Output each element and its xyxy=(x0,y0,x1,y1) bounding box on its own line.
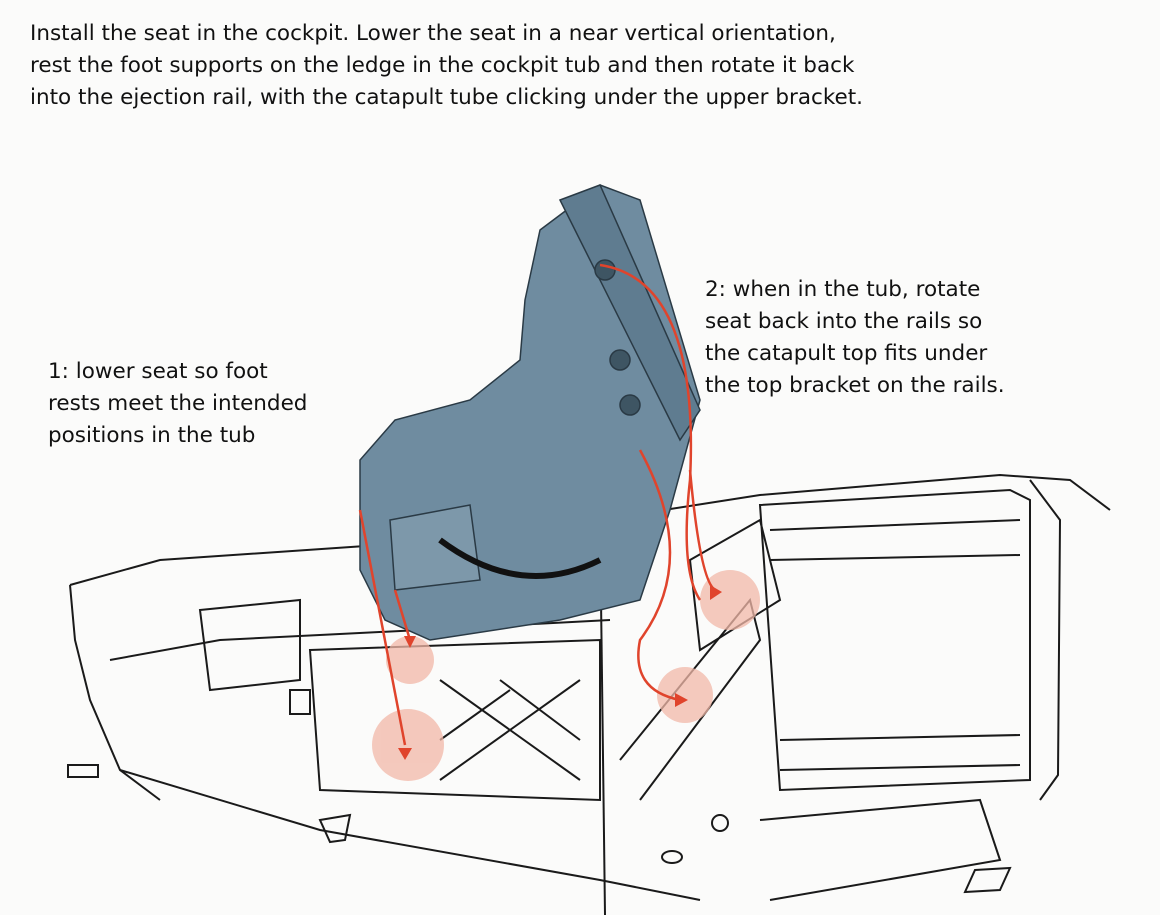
seat-hose xyxy=(438,537,602,579)
highlight-circles xyxy=(372,570,760,781)
callout-line: seat back into the rails so xyxy=(705,309,983,334)
arrow-heads xyxy=(398,585,722,760)
callout-line: positions in the tub xyxy=(48,423,256,448)
instruction-line: into the ejection rail, with the catapul… xyxy=(30,85,863,110)
instruction-line: Install the seat in the cockpit. Lower t… xyxy=(30,21,836,46)
callout-line: 2: when in the tub, rotate xyxy=(705,277,981,302)
callout-line: the top bracket on the rails. xyxy=(705,373,1005,398)
callout-step-2: 2: when in the tub, rotate seat back int… xyxy=(705,274,1005,402)
red-arrows xyxy=(358,263,716,746)
fuselage-outline xyxy=(67,473,1111,915)
callout-line: rests meet the intended xyxy=(48,391,308,416)
callout-line: 1: lower seat so foot xyxy=(48,359,268,384)
callout-line: the catapult top fits under xyxy=(705,341,988,366)
ejection-seat xyxy=(359,184,701,641)
instruction-line: rest the foot supports on the ledge in t… xyxy=(30,53,855,78)
callout-step-1: 1: lower seat so foot rests meet the int… xyxy=(48,356,307,452)
instruction-text: Install the seat in the cockpit. Lower t… xyxy=(30,18,863,114)
